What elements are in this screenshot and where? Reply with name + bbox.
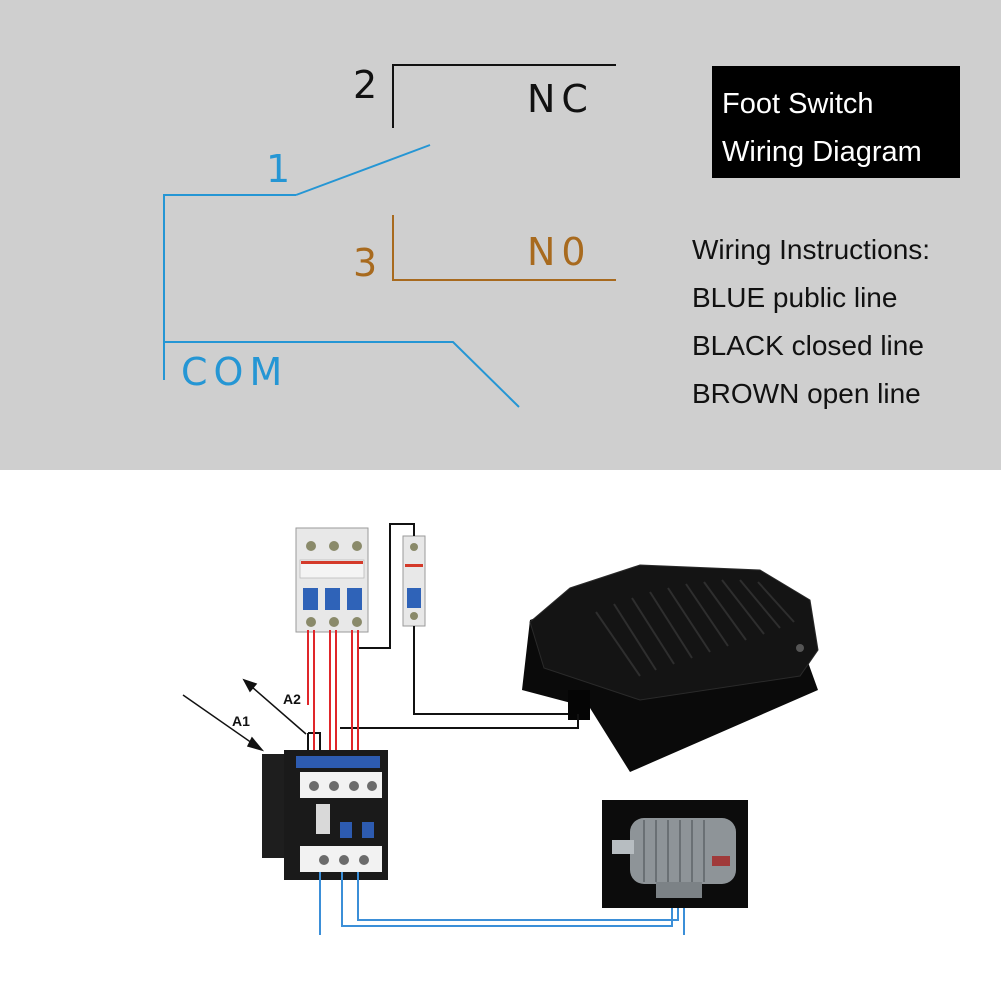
label-a2: A2: [283, 691, 301, 707]
contactor-icon: [262, 750, 388, 880]
foot-pedal-icon: [522, 564, 819, 772]
title-line-2: Wiring Diagram: [722, 136, 922, 168]
breaker-1-pole-icon: [402, 535, 426, 627]
title-line-1: Foot Switch: [722, 88, 874, 120]
nc-label: NC: [527, 77, 594, 121]
wiring-illustration: A1 A2: [182, 523, 819, 935]
no-contact-line: [392, 215, 616, 281]
coil-arrows: [182, 678, 307, 752]
red-wires: [307, 630, 359, 770]
motor-icon: [602, 800, 748, 908]
switch-schematic: [163, 64, 616, 408]
com-line: [163, 194, 296, 380]
terminal-3-label: 3: [353, 241, 378, 285]
instruction-blue: BLUE public line: [692, 282, 898, 313]
wiring-illustration-panel: A1 A2: [0, 470, 1001, 1001]
instruction-brown: BROWN open line: [692, 378, 921, 409]
terminal-1-label: 1: [266, 147, 291, 191]
breaker-3-pole-icon: [295, 527, 369, 633]
instruction-black: BLACK closed line: [692, 330, 924, 361]
label-a1: A1: [232, 713, 250, 729]
black-wires: [307, 523, 578, 756]
com-label: COM: [181, 350, 289, 394]
terminal-2-label: 2: [353, 63, 378, 107]
instructions-heading: Wiring Instructions:: [692, 234, 931, 265]
wiring-instructions: Wiring Instructions: BLUE public line BL…: [692, 226, 930, 418]
title-box: Foot Switch Wiring Diagram: [712, 66, 960, 178]
com-lower-line: [164, 341, 520, 408]
blue-wires: [319, 872, 685, 935]
nc-contact-line: [392, 64, 616, 128]
switch-arm-line: [295, 144, 431, 196]
schematic-panel: 2 NC 1 3 N0 COM Foot Switch Wiring Diagr…: [0, 0, 1001, 470]
pedal-cable: [565, 714, 579, 729]
no-label: N0: [527, 230, 592, 274]
